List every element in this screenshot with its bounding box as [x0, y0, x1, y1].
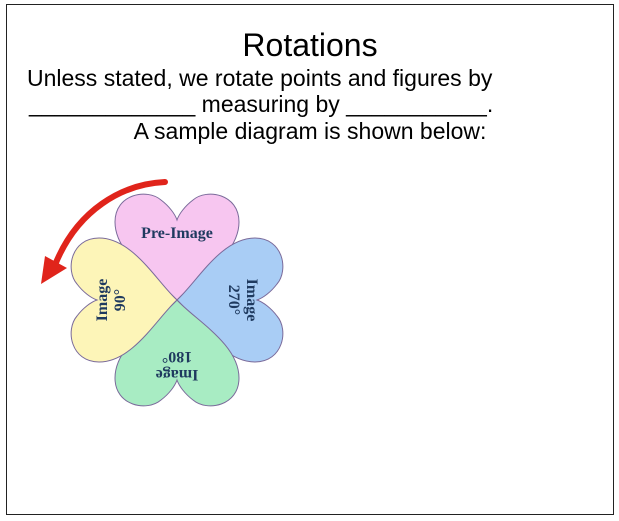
counterclockwise-arrow-icon — [41, 179, 168, 284]
slide: Rotations Unless stated, we rotate point… — [6, 4, 614, 515]
petal-image-270: Image 270° — [176, 237, 284, 363]
slide-title: Rotations — [242, 27, 378, 63]
petal-label-image-180-angle: 180° — [162, 348, 192, 365]
petal-label-image-270-word: Image — [243, 279, 260, 322]
petal-label-pre-image: Pre-Image — [141, 225, 213, 242]
petal-image-90: Image 90° — [70, 237, 178, 363]
body-text-line-3: A sample diagram is shown below: — [133, 118, 487, 144]
petal-label-image-270-angle: 270° — [225, 285, 242, 315]
body-text-line-1: Unless stated, we rotate points and figu… — [27, 65, 493, 91]
petal-label-image-90-angle: 90° — [112, 289, 129, 311]
body-text-line-2: _____________ measuring by ___________. — [29, 91, 494, 117]
petal-label-image-90-word: Image — [94, 279, 111, 322]
petal-pre-image: Pre-Image — [114, 193, 240, 301]
rotation-diagram: Pre-Image Image 270° Image 180° Image 90… — [41, 179, 284, 407]
petal-image-180: Image 180° — [114, 299, 240, 407]
petal-label-image-180-word: Image — [156, 366, 199, 383]
